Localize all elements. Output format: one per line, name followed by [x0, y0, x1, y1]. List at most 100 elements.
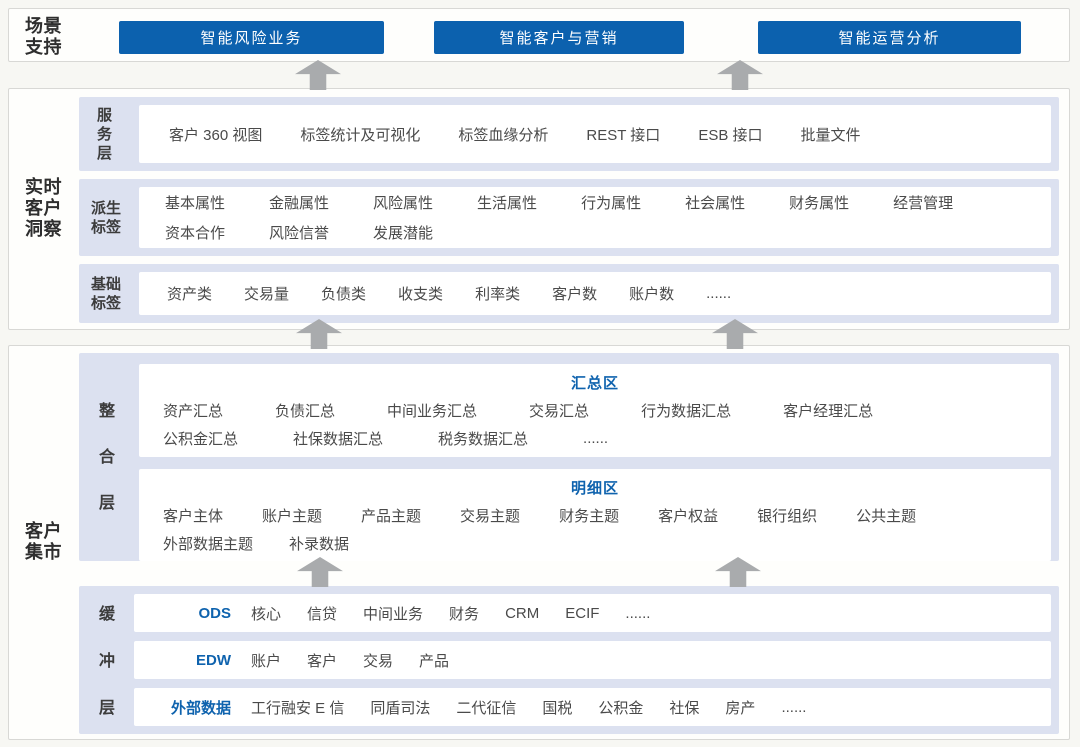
item: 交易量	[244, 286, 290, 303]
item: 账户数	[629, 286, 675, 303]
item: 基本属性	[165, 195, 226, 212]
item: 交易主题	[460, 507, 521, 525]
item: 批量文件	[800, 126, 861, 144]
realtime-insight-label: 实时客户洞察	[25, 177, 62, 239]
item: 财务	[449, 605, 480, 623]
summary-area-row-2: 公积金汇总 社保数据汇总 税务数据汇总......	[139, 428, 1051, 449]
integration-layer-band: 整合层 汇总区 资产汇总 负债汇总 中间业务汇总 交易汇总 行为数据汇总 客户经理汇总 公…	[79, 353, 1059, 561]
item: 产品	[419, 652, 450, 670]
up-arrow-icon	[295, 60, 341, 90]
realtime-insight-panel: 实时客户洞察 服务层 客户 360 视图 标签统计及可视化 标签血缘分析 REST 接…	[8, 88, 1070, 330]
item: REST 接口	[586, 126, 661, 144]
item: ECIF	[565, 604, 600, 622]
item: 账户主题	[262, 507, 323, 525]
summary-area-row-1: 资产汇总 负债汇总 中间业务汇总 交易汇总 行为数据汇总 客户经理汇总	[139, 400, 1051, 421]
buffer-row-external-data: 外部数据 工行融安 E 信同盾司法二代征信国税公积金社保房产......	[134, 688, 1051, 726]
customer-mart-panel: 客户集市 整合层 汇总区 资产汇总 负债汇总 中间业务汇总 交易汇总 行为数据汇总 客户经…	[8, 345, 1070, 740]
item: 社会属性	[685, 195, 746, 212]
item: 经营管理	[893, 195, 954, 212]
item: 产品主题	[361, 507, 422, 525]
item: 中间业务	[363, 605, 424, 623]
detail-area-row-2: 外部数据主题 补录数据	[139, 533, 1051, 554]
item: 银行组织	[757, 507, 818, 525]
summary-area-title: 汇总区	[570, 375, 619, 392]
item: 社保	[669, 699, 700, 717]
buffer-layer-label: 缓冲层	[99, 606, 116, 717]
derived-tags-label: 派生标签	[91, 200, 122, 236]
item: 外部数据主题	[163, 535, 254, 553]
item: 公积金	[598, 699, 644, 717]
service-layer-label: 服务层	[97, 107, 113, 162]
up-arrow-icon	[717, 60, 763, 90]
item: ......	[781, 698, 807, 716]
item: 客户经理汇总	[783, 403, 874, 420]
item: 补录数据	[289, 535, 350, 553]
edw-keyword: EDW	[196, 651, 231, 669]
item: 客户 360 视图	[169, 126, 263, 144]
ods-items: 核心 信贷 中间业务 财务 CRM ECIF......	[251, 603, 650, 624]
external-data-items: 工行融安 E 信同盾司法二代征信国税公积金社保房产......	[251, 697, 806, 718]
service-layer-band: 服务层 客户 360 视图 标签统计及可视化 标签血缘分析 REST 接口 ESB 接口…	[79, 97, 1059, 171]
item: 负债汇总	[275, 403, 336, 420]
detail-area-box: 明细区 客户主体 账户主题 产品主题 交易主题 财务主题 客户权益 银行组织 公共主题 外部数…	[139, 469, 1051, 561]
item: 交易	[363, 652, 394, 670]
item: 资本合作	[165, 225, 226, 242]
item: 资产汇总	[163, 403, 224, 420]
buffer-row-ods: ODS 核心 信贷 中间业务 财务 CRM ECIF......	[134, 594, 1051, 632]
smart-customer-marketing-button[interactable]: 智能客户与营销	[434, 21, 684, 54]
scenario-support-label: 场景支持	[25, 16, 62, 57]
item: ......	[583, 430, 609, 447]
smart-operations-analysis-button[interactable]: 智能运营分析	[758, 21, 1021, 54]
item: 国税	[542, 699, 573, 717]
item: ESB 接口	[698, 126, 763, 144]
derived-tags-band: 派生标签 基本属性 金融属性 风险属性 生活属性 行为属性 社会属性 财务属性 经营管理 资本…	[79, 179, 1059, 256]
derived-tags-row-2: 资本合作 风险信誉 发展潜能	[165, 222, 1051, 243]
item: 公积金汇总	[163, 431, 239, 448]
derived-tags-row-1: 基本属性 金融属性 风险属性 生活属性 行为属性 社会属性 财务属性 经营管理	[165, 192, 1051, 213]
smart-risk-business-button[interactable]: 智能风险业务	[119, 21, 384, 54]
item: 房产	[725, 699, 756, 717]
item: 核心	[251, 605, 282, 623]
item: 客户主体	[163, 507, 224, 525]
detail-area-row-1: 客户主体 账户主题 产品主题 交易主题 财务主题 客户权益 银行组织 公共主题	[139, 505, 1051, 526]
service-layer-items: 客户 360 视图 标签统计及可视化 标签血缘分析 REST 接口 ESB 接口 批量文件	[139, 105, 1051, 163]
item: 公共主题	[856, 507, 917, 525]
item: 社保数据汇总	[293, 431, 384, 448]
basic-tags-items: 资产类交易量负债类收支类利率类客户数账户数......	[139, 272, 1051, 315]
item: 账户	[251, 652, 282, 670]
item: 风险信誉	[269, 225, 330, 242]
integration-layer-label: 整合层	[99, 403, 116, 512]
item: CRM	[505, 604, 540, 622]
item: 标签血缘分析	[458, 126, 549, 144]
item: ......	[625, 604, 651, 622]
summary-area-box: 汇总区 资产汇总 负债汇总 中间业务汇总 交易汇总 行为数据汇总 客户经理汇总 公积金汇总…	[139, 364, 1051, 457]
item: 利率类	[475, 286, 521, 303]
buffer-layer-band: 缓冲层 ODS 核心 信贷 中间业务 财务 CRM ECIF...... EDW 账户 客户…	[79, 586, 1059, 734]
item: 中间业务汇总	[387, 403, 478, 420]
item: 财务主题	[559, 507, 620, 525]
item: 生活属性	[477, 195, 538, 212]
item: 负债类	[321, 286, 367, 303]
item: 金融属性	[269, 195, 330, 212]
item: 税务数据汇总	[438, 431, 529, 448]
item: 财务属性	[789, 195, 850, 212]
basic-tags-band: 基础标签 资产类交易量负债类收支类利率类客户数账户数......	[79, 264, 1059, 323]
item: 客户数	[552, 286, 598, 303]
external-data-keyword: 外部数据	[170, 699, 231, 717]
item: 交易汇总	[529, 403, 590, 420]
item: 行为数据汇总	[641, 403, 732, 420]
item: 行为属性	[581, 195, 642, 212]
ods-keyword: ODS	[198, 604, 231, 622]
item: 风险属性	[373, 195, 434, 212]
edw-items: 账户 客户 交易 产品	[251, 650, 449, 671]
item: 信贷	[307, 605, 338, 623]
basic-tags-label: 基础标签	[91, 276, 122, 312]
detail-area-title: 明细区	[570, 479, 619, 497]
item: 客户	[307, 652, 338, 670]
item: 标签统计及可视化	[300, 126, 421, 144]
item: 二代征信	[456, 699, 517, 717]
item: 客户权益	[658, 507, 719, 525]
item: 发展潜能	[373, 225, 434, 242]
item: 同盾司法	[370, 699, 431, 717]
customer-mart-label: 客户集市	[25, 521, 62, 562]
